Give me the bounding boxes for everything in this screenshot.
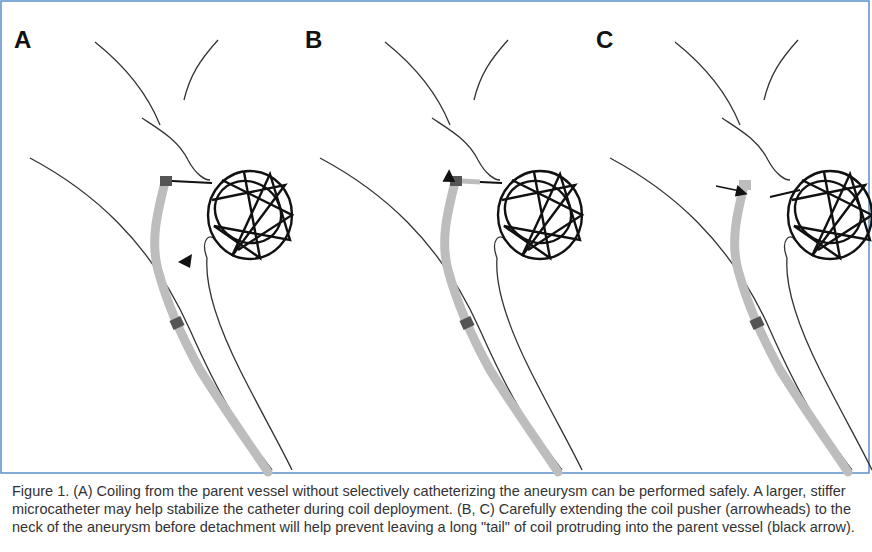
panel-label: B bbox=[305, 28, 322, 52]
panel-label: A bbox=[14, 28, 31, 52]
panel-label: C bbox=[596, 28, 613, 52]
figure-caption: Figure 1. (A) Coiling from the parent ve… bbox=[12, 482, 858, 536]
